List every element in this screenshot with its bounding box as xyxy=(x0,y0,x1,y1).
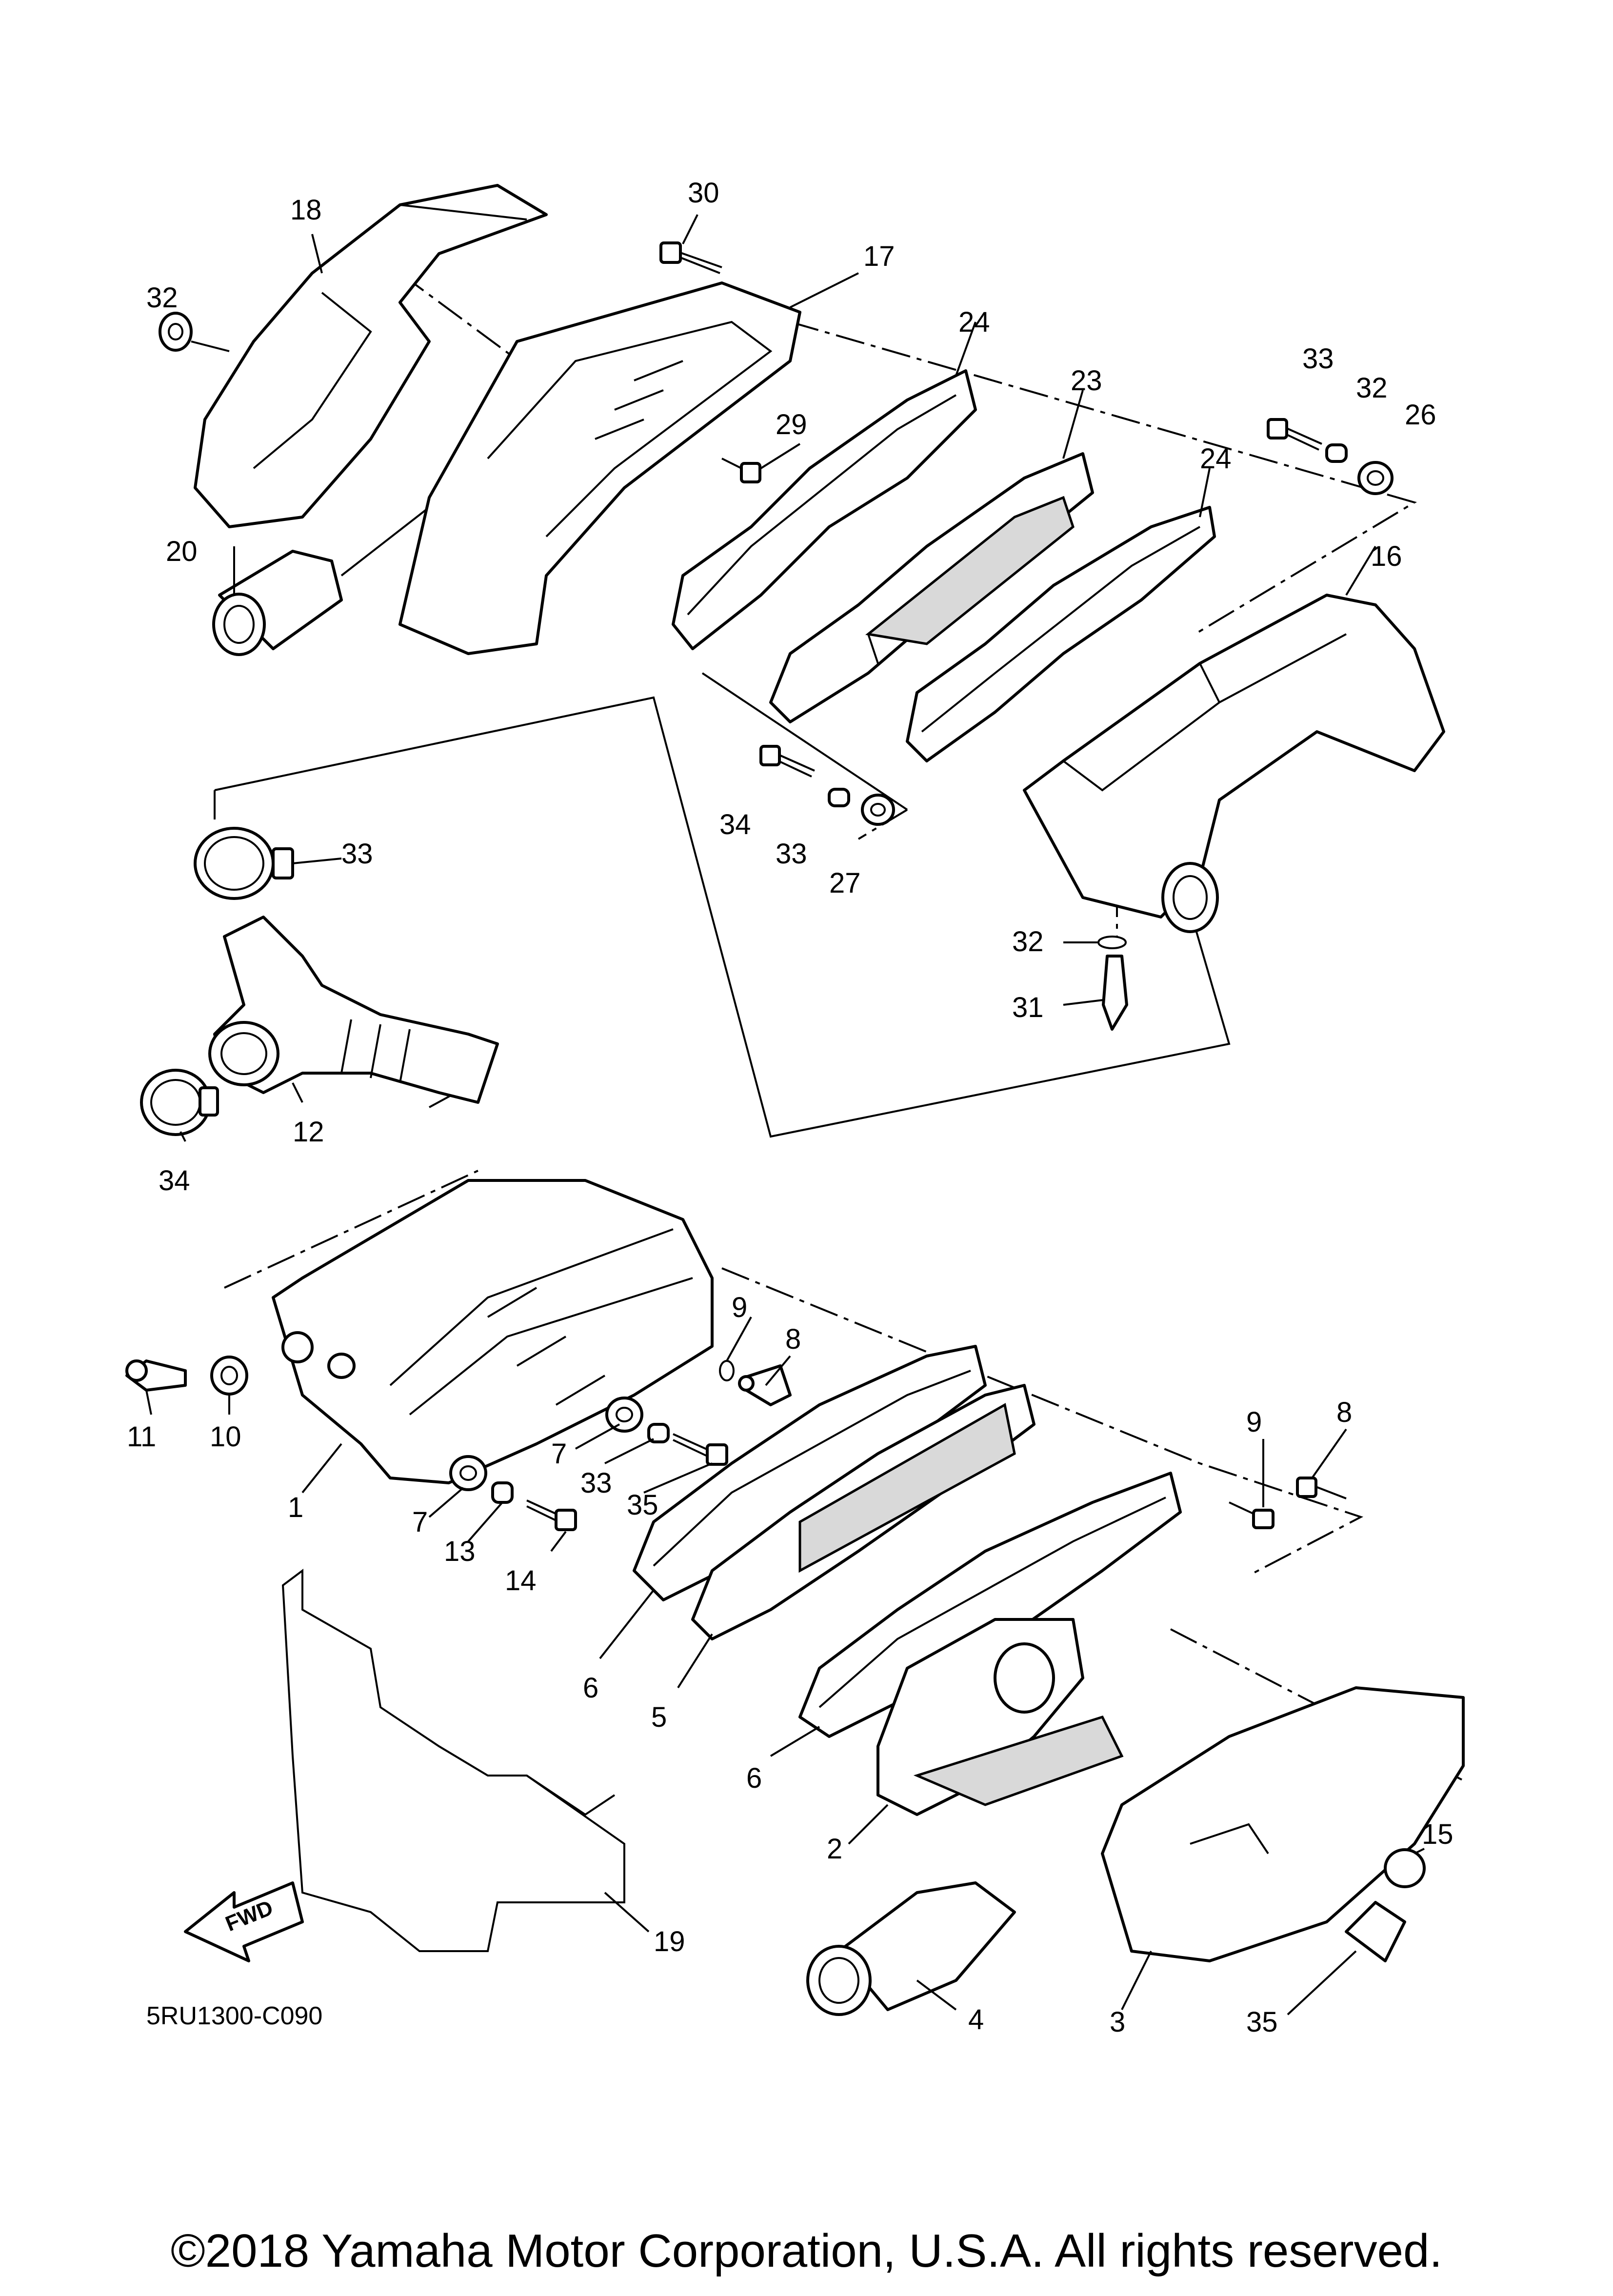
callout-27: 30 xyxy=(688,177,719,209)
callout-28: 31 xyxy=(1012,992,1044,1023)
callout-13: 11 xyxy=(127,1421,156,1453)
callout-22: 20 xyxy=(166,536,198,567)
callout-35: 35 xyxy=(1246,2006,1278,2038)
callout-4: 4 xyxy=(968,2004,984,2036)
part-19-case-body xyxy=(1023,594,1445,933)
part-18-guard-plate xyxy=(281,1569,625,1952)
part-29-clip xyxy=(1063,936,1127,949)
part-28-drain-plug xyxy=(1063,955,1128,1031)
callout-15: 13 xyxy=(444,1536,476,1567)
part-33-bolt-upper xyxy=(1267,418,1322,451)
callout-25a: 26 xyxy=(1405,399,1436,431)
callout-34: 34 xyxy=(159,1165,190,1197)
callout-32c: 33 xyxy=(580,1467,612,1499)
callout-33a: 33 xyxy=(1302,343,1334,375)
callout-25b: 27 xyxy=(829,867,861,899)
callout-19: 16 xyxy=(1371,540,1402,572)
callout-12: 10 xyxy=(210,1421,241,1453)
callout-33b: 34 xyxy=(719,809,751,840)
callout-11: 9 xyxy=(732,1292,747,1323)
part-14-joint-hose xyxy=(208,916,499,1104)
callout-numbers: 18 32 30 17 24 23 29 33 32 26 24 16 20 3… xyxy=(127,177,1454,2038)
callout-23: 23 xyxy=(1071,365,1102,397)
part-12-plug xyxy=(210,1356,248,1396)
part-11-clip xyxy=(719,1360,735,1381)
part-20-case-cover xyxy=(398,281,801,655)
part-34-clamp xyxy=(140,1069,219,1136)
part-10-drain-tube xyxy=(738,1364,792,1406)
callout-6b: 6 xyxy=(746,1762,762,1794)
part-24-gasket-upper-b xyxy=(906,506,1216,762)
callout-5: 5 xyxy=(651,1701,667,1733)
part-9-screw xyxy=(1229,1501,1274,1529)
part-32-collar-mid xyxy=(828,788,850,807)
part-13-fitting xyxy=(125,1359,187,1392)
callout-26: 29 xyxy=(776,409,807,440)
part-33-bolt-mid xyxy=(759,745,815,778)
part-31-clamp xyxy=(194,827,294,900)
drawing-code: 5RU1300-C090 xyxy=(146,2002,322,2030)
callout-leaders xyxy=(145,214,1425,2016)
callout-7a: 7 xyxy=(551,1438,567,1470)
callout-1: 1 xyxy=(288,1492,303,1523)
fwd-arrow-icon: FWD xyxy=(184,1881,304,1962)
part-30-grommet xyxy=(159,312,230,352)
callout-18: 19 xyxy=(654,1926,685,1957)
part-35-emblem xyxy=(1345,1901,1406,1962)
part-26-screw xyxy=(721,458,761,483)
callout-14: 12 xyxy=(293,1116,324,1148)
callout-16: 14 xyxy=(505,1565,537,1597)
callout-33c: 35 xyxy=(627,1489,658,1521)
part-7-grommet-a xyxy=(605,1397,643,1433)
callout-17: 15 xyxy=(1422,1818,1454,1850)
callout-31: 33 xyxy=(341,838,373,870)
callout-8: 8 xyxy=(1336,1397,1352,1428)
callout-9: 9 xyxy=(1246,1406,1262,1438)
part-5-filter-element-lower xyxy=(691,1384,1036,1640)
part-33-bolt-lower xyxy=(673,1433,728,1466)
callout-21: 18 xyxy=(290,194,322,226)
part-8-screw xyxy=(1296,1477,1347,1499)
part-23-filter-element-upper xyxy=(769,452,1094,723)
callout-10: 8 xyxy=(785,1323,801,1355)
callout-20: 17 xyxy=(863,240,895,272)
part-7-grommet-b xyxy=(449,1455,487,1491)
part-32-collar-lower xyxy=(647,1423,670,1443)
part-1-filter-case xyxy=(272,1179,714,1484)
callout-30: 32 xyxy=(146,282,178,314)
part-4-intake-duct-lower xyxy=(806,1881,1016,2016)
part-2-case-cover-lower xyxy=(876,1618,1124,1816)
part-27-screw xyxy=(659,241,722,274)
part-16-bolt xyxy=(526,1499,577,1531)
copyright-notice: ©2018 Yamaha Motor Corporation, U.S.A. A… xyxy=(170,2225,1443,2277)
part-25-grommet-mid xyxy=(861,794,895,826)
callout-6a: 6 xyxy=(583,1672,598,1704)
part-21-side-cover xyxy=(194,184,548,528)
part-22-intake-duct xyxy=(212,506,430,656)
part-25-grommet-upper xyxy=(1357,461,1394,495)
part-17-cap xyxy=(1384,1848,1426,1888)
callout-2: 2 xyxy=(827,1833,842,1865)
part-32-collar-upper xyxy=(1325,443,1348,463)
callout-24a: 24 xyxy=(958,306,990,338)
callout-29: 32 xyxy=(1012,926,1044,958)
part-15-collar xyxy=(491,1481,514,1504)
part-24-gasket-upper-a xyxy=(672,369,977,650)
callout-3: 3 xyxy=(1110,2006,1125,2038)
part-3-outer-cover xyxy=(1101,1686,1465,1962)
callout-24b: 24 xyxy=(1200,443,1232,475)
callout-7b: 7 xyxy=(412,1506,428,1538)
callout-32a: 32 xyxy=(1356,372,1388,404)
callout-32b: 33 xyxy=(776,838,807,870)
